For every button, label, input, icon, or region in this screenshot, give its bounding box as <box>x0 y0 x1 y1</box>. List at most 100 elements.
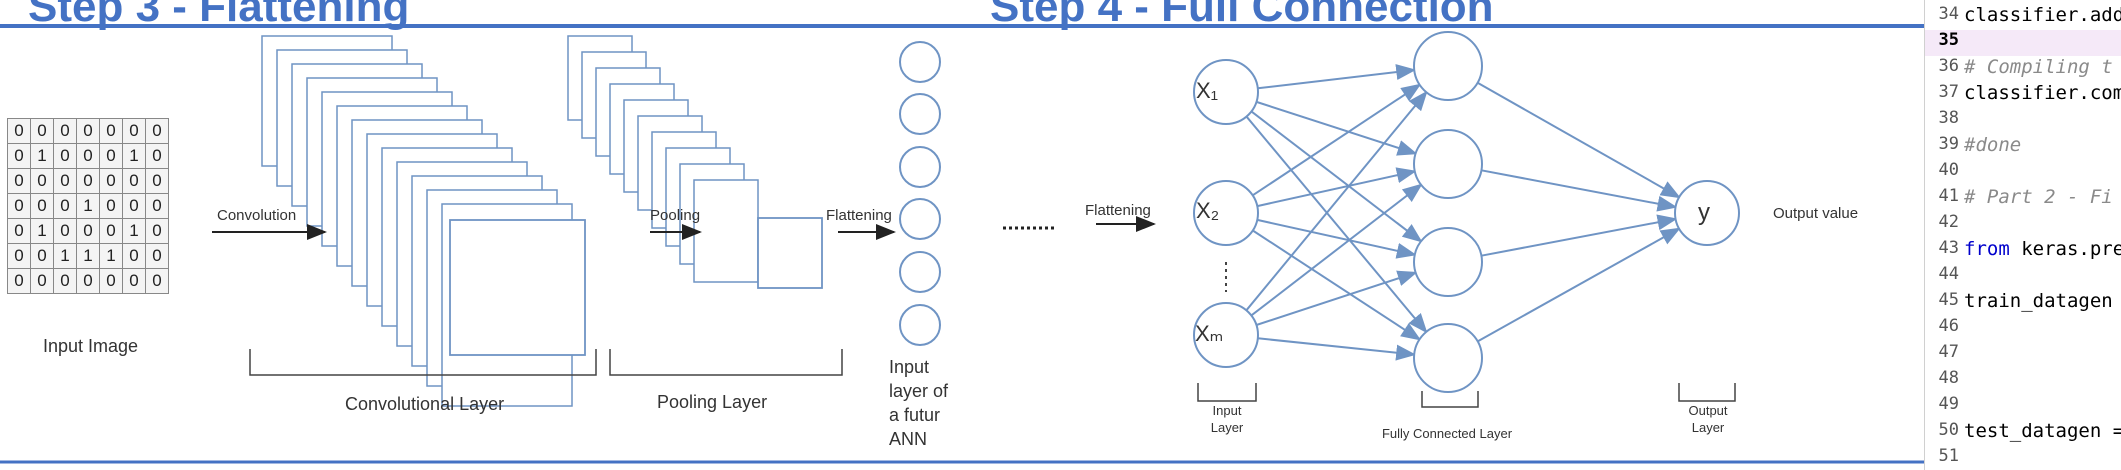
editor-line[interactable]: 39#done <box>1925 134 2121 160</box>
input-hidden-connection <box>1252 229 1422 341</box>
input-hidden-connection <box>1245 115 1428 334</box>
line-number: 41 <box>1938 186 1959 206</box>
input-image-label: Input Image <box>43 336 139 356</box>
code-text[interactable]: # Compiling t <box>1964 56 2113 78</box>
editor-line[interactable]: 46 <box>1925 316 2121 342</box>
code-text[interactable]: train_datagen <box>1964 290 2113 312</box>
fully-connected-layer-label: Fully Connected Layer <box>1381 426 1513 441</box>
line-number: 48 <box>1938 368 1959 388</box>
editor-line[interactable]: 49 <box>1925 394 2121 420</box>
input-hidden-connection <box>1257 218 1417 259</box>
editor-line[interactable]: 48 <box>1925 368 2121 394</box>
editor-line[interactable]: 44 <box>1925 264 2121 290</box>
input-hidden-connection <box>1252 83 1422 197</box>
flattened-node <box>899 93 941 135</box>
code-text[interactable]: # Part 2 - Fi <box>1964 186 2113 208</box>
matrix-cell: 1 <box>30 218 54 244</box>
editor-line[interactable]: 41# Part 2 - Fi <box>1925 186 2121 212</box>
hidden-node <box>1413 323 1483 393</box>
hidden-output-connection <box>1481 214 1678 257</box>
input-node <box>1193 180 1259 246</box>
input-hidden-connection <box>1257 167 1417 208</box>
editor-line[interactable]: 42 <box>1925 212 2121 238</box>
matrix-cell: 0 <box>99 268 123 294</box>
input-layer-future-ann-label: Input layer of a futur ANN <box>889 355 948 451</box>
node-xm-label: Xₘ <box>1195 321 1224 346</box>
code-text[interactable]: from keras.pre <box>1964 238 2121 260</box>
matrix-cell: 0 <box>145 268 169 294</box>
editor-line[interactable]: 51 <box>1925 446 2121 470</box>
line-number: 39 <box>1938 134 1959 154</box>
input-hidden-connection <box>1257 64 1417 90</box>
matrix-cell: 0 <box>7 218 31 244</box>
matrix-cell: 0 <box>99 168 123 194</box>
matrix-cell: 1 <box>122 143 146 169</box>
matrix-cell: 0 <box>122 243 146 269</box>
matrix-cell: 0 <box>30 268 54 294</box>
matrix-cell: 0 <box>30 193 54 219</box>
pooled-map <box>693 179 759 283</box>
line-number: 45 <box>1938 290 1959 310</box>
line-number: 34 <box>1938 4 1959 24</box>
input-layer-line-1: Input <box>889 357 930 377</box>
matrix-cell: 0 <box>76 143 100 169</box>
editor-line[interactable]: 47 <box>1925 342 2121 368</box>
output-layer-label-b: Layer <box>1691 420 1725 435</box>
line-number: 43 <box>1938 238 1959 258</box>
convolution-label: Convolution <box>217 207 297 224</box>
cnn-diagram <box>0 24 1924 464</box>
matrix-cell: 0 <box>145 143 169 169</box>
input-layer-label-a: Input <box>1212 403 1242 418</box>
convolutional-layer-label: Convolutional Layer <box>345 394 505 414</box>
output-layer-label-a: Output <box>1688 403 1728 418</box>
output-value-label: Output value <box>1773 205 1859 222</box>
matrix-cell: 0 <box>53 268 77 294</box>
pooling-layer-bracket <box>609 349 843 376</box>
matrix-cell: 0 <box>76 218 100 244</box>
matrix-cell: 0 <box>145 193 169 219</box>
code-text[interactable]: classifier.add <box>1964 4 2121 26</box>
matrix-cell: 1 <box>53 243 77 269</box>
line-number: 36 <box>1938 56 1959 76</box>
input-hidden-connection <box>1250 183 1423 317</box>
pooling-layer-label: Pooling Layer <box>657 392 768 412</box>
flattening-label-left: Flattening <box>826 207 892 224</box>
input-node <box>1193 59 1259 125</box>
matrix-cell: 0 <box>7 243 31 269</box>
flattened-node <box>899 146 941 188</box>
matrix-cell: 0 <box>53 168 77 194</box>
code-text[interactable]: classifier.com <box>1964 82 2121 104</box>
matrix-cell: 0 <box>145 118 169 144</box>
matrix-cell: 0 <box>122 193 146 219</box>
matrix-cell: 0 <box>30 243 54 269</box>
code-text[interactable]: test_datagen = <box>1964 420 2121 442</box>
line-number: 44 <box>1938 264 1959 284</box>
feature-map-front <box>449 219 586 356</box>
editor-line[interactable]: 36# Compiling t <box>1925 56 2121 82</box>
input-layer-label: Input Layer <box>1196 402 1258 436</box>
node-y-label: y <box>1698 199 1710 226</box>
matrix-cell: 0 <box>76 268 100 294</box>
line-number: 49 <box>1938 394 1959 414</box>
editor-line[interactable]: 35 <box>1925 30 2121 56</box>
editor-line[interactable]: 38 <box>1925 108 2121 134</box>
code-text[interactable]: #done <box>1964 134 2022 156</box>
matrix-cell: 0 <box>53 118 77 144</box>
matrix-cell: 0 <box>99 193 123 219</box>
matrix-cell: 0 <box>99 143 123 169</box>
hidden-node <box>1413 31 1483 101</box>
matrix-cell: 0 <box>76 168 100 194</box>
editor-line[interactable]: 40 <box>1925 160 2121 186</box>
